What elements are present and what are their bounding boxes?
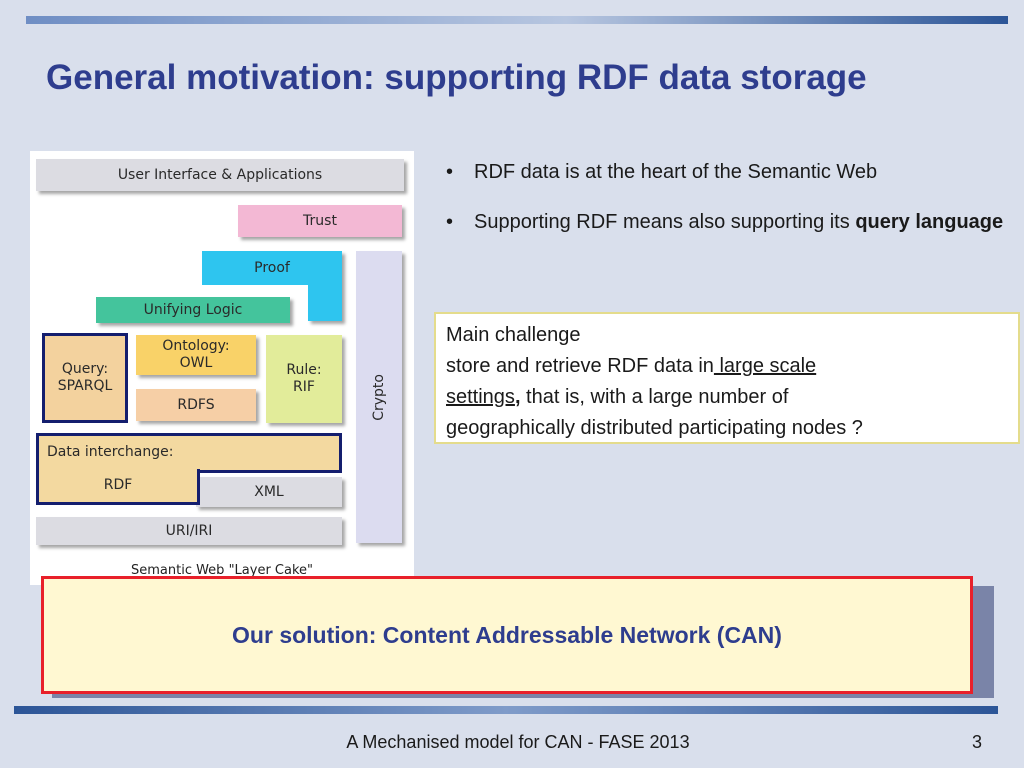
- bullet-list: • RDF data is at the heart of the Semant…: [446, 158, 1006, 258]
- bottom-decorative-bar: [14, 706, 998, 714]
- data-interchange-label-line1: Data interchange:: [47, 444, 174, 460]
- data-interchange-seam-cover: [39, 467, 197, 473]
- layer-data-interchange-lower: RDF: [36, 469, 200, 505]
- bullet-marker: •: [446, 211, 454, 233]
- challenge-underlined-text: settings: [446, 386, 515, 408]
- layer-trust: Trust: [238, 205, 402, 237]
- layer-unifying-logic: Unifying Logic: [96, 297, 290, 323]
- solution-text: Our solution: Content Addressable Networ…: [232, 621, 782, 648]
- query-label-line1: Query:: [61, 361, 109, 378]
- bullet-bold-text: query language: [855, 211, 1004, 233]
- layer-xml: XML: [196, 477, 342, 507]
- rule-label-line1: Rule:: [286, 362, 322, 379]
- challenge-line: store and retrieve RDF data in large sca…: [446, 351, 1008, 382]
- crypto-label: Crypto: [370, 373, 387, 421]
- layer-user-interface: User Interface & Applications: [36, 159, 404, 191]
- layer-ontology-owl: Ontology:OWL: [136, 335, 256, 375]
- slide-title: General motivation: supporting RDF data …: [46, 58, 867, 97]
- challenge-heading: Main challenge: [446, 324, 581, 346]
- bullet-item: • RDF data is at the heart of the Semant…: [446, 158, 1006, 186]
- data-interchange-label-line2: RDF: [103, 477, 133, 494]
- ontology-label-line2: OWL: [179, 355, 213, 371]
- bullet-text: RDF data is at the heart of the Semantic…: [474, 161, 878, 183]
- layer-data-interchange-rdf: Data interchange:: [36, 433, 342, 473]
- layer-cake-caption: Semantic Web "Layer Cake": [130, 563, 314, 578]
- challenge-line: settings, that is, with a large number o…: [446, 382, 1008, 413]
- top-decorative-bar: [26, 16, 1008, 24]
- solution-box: Our solution: Content Addressable Networ…: [41, 576, 973, 694]
- challenge-underlined-text: large scale: [713, 355, 817, 377]
- challenge-comma: ,: [514, 386, 521, 408]
- layer-rdfs: RDFS: [136, 389, 256, 421]
- challenge-text: store and retrieve RDF data in: [446, 355, 714, 377]
- layer-uri-iri: URI/IRI: [36, 517, 342, 545]
- challenge-text: geographically distributed participating…: [446, 417, 863, 439]
- bullet-text: Supporting RDF means also supporting its: [474, 211, 856, 233]
- page-number: 3: [972, 732, 983, 752]
- layer-proof: Proof: [202, 251, 342, 285]
- layer-rule-rif: Rule:RIF: [266, 335, 342, 423]
- ontology-label-line1: Ontology:: [162, 338, 230, 355]
- bullet-item: • Supporting RDF means also supporting i…: [446, 208, 1006, 236]
- challenge-text: that is, with a large number of: [520, 386, 789, 408]
- bullet-marker: •: [446, 161, 454, 183]
- query-label-line2: SPARQL: [57, 378, 113, 394]
- challenge-box: Main challenge store and retrieve RDF da…: [434, 312, 1020, 444]
- semantic-web-layer-cake: User Interface & Applications Trust Proo…: [30, 151, 414, 585]
- layer-crypto: Crypto: [356, 251, 402, 543]
- rule-label-line2: RIF: [293, 379, 315, 395]
- slide-footer: A Mechanised model for CAN - FASE 2013: [346, 732, 690, 752]
- layer-query-sparql: Query:SPARQL: [42, 333, 128, 423]
